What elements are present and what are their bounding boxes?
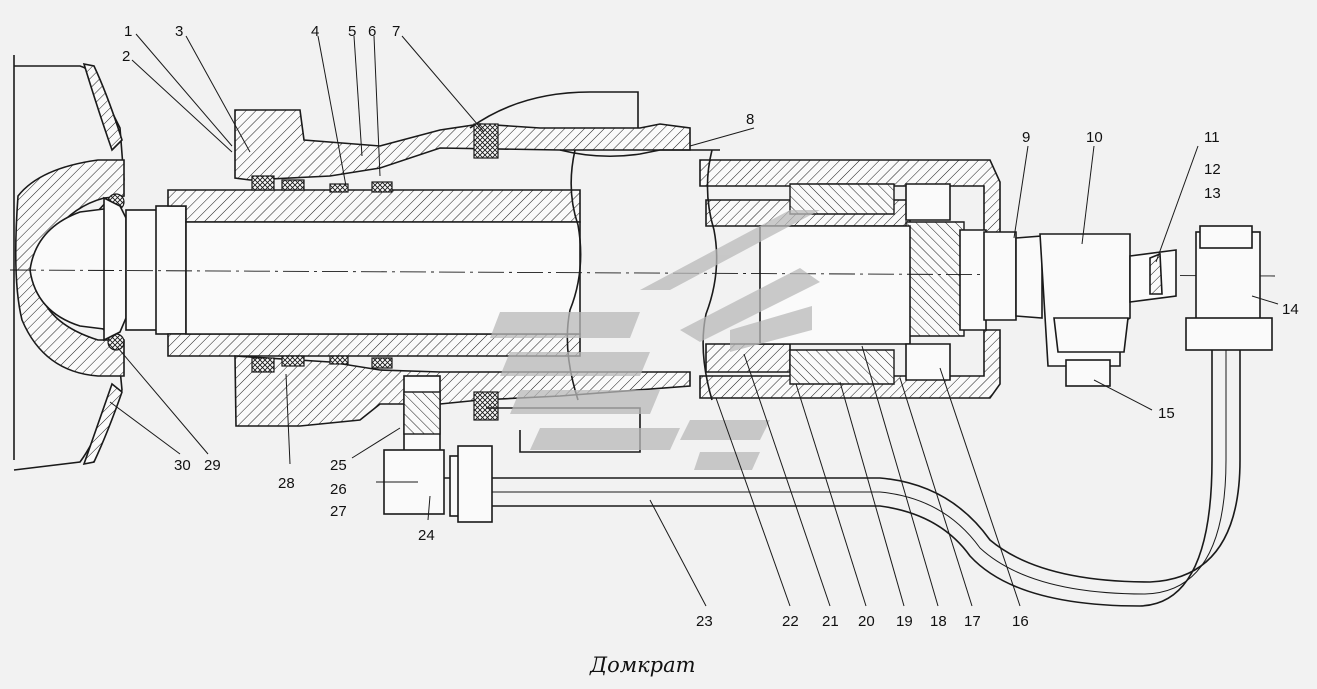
callout-26: 26 [330, 481, 347, 498]
callout-14: 14 [1282, 301, 1299, 318]
callout-30: 30 [174, 457, 191, 474]
callout-12: 12 [1204, 161, 1221, 178]
valve-block [983, 225, 1273, 387]
leader-lines [109, 33, 1279, 607]
callout-5: 5 [348, 23, 356, 40]
watermark-logo [490, 210, 820, 470]
callout-8: 8 [746, 111, 754, 128]
callout-9: 9 [1022, 129, 1030, 146]
callout-19: 19 [896, 613, 913, 630]
callout-21: 21 [822, 613, 839, 630]
callout-11: 11 [1204, 129, 1220, 146]
callout-27: 27 [330, 503, 347, 520]
callout-4: 4 [311, 23, 319, 40]
callouts: 1 2 3 4 5 6 7 8 9 10 11 12 13 14 15 16 1… [122, 23, 1299, 630]
callout-10: 10 [1086, 129, 1103, 146]
callout-20: 20 [858, 613, 875, 630]
callout-22: 22 [782, 613, 799, 630]
callout-6: 6 [368, 23, 376, 40]
callout-1: 1 [124, 23, 132, 40]
figure-caption: Домкрат [589, 653, 696, 677]
callout-16: 16 [1012, 613, 1029, 630]
callout-25: 25 [330, 457, 347, 474]
callout-18: 18 [930, 613, 947, 630]
callout-29: 29 [204, 457, 221, 474]
callout-28: 28 [278, 475, 295, 492]
hose-line [440, 350, 1241, 607]
callout-23: 23 [696, 613, 713, 630]
callout-2: 2 [122, 48, 130, 65]
callout-24: 24 [418, 527, 435, 544]
callout-13: 13 [1204, 185, 1221, 202]
callout-7: 7 [392, 23, 400, 40]
upper-casing-outline [469, 91, 639, 129]
callout-17: 17 [964, 613, 981, 630]
plunger-head [103, 196, 187, 342]
callout-3: 3 [175, 23, 183, 40]
callout-15: 15 [1158, 405, 1175, 422]
